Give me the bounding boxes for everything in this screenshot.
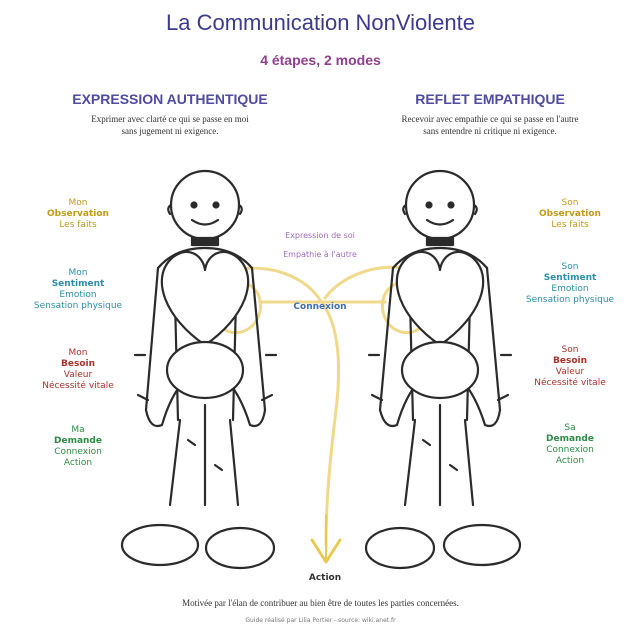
right-step-sentiment-detail-2: Sensation physique (510, 295, 630, 306)
left-description: Exprimer avec clarté ce qui se passe en … (40, 113, 300, 137)
right-step-sentiment-detail-1: Emotion (510, 284, 630, 295)
right-step-sentiment-possessive: Son (510, 262, 630, 273)
right-step-observation-possessive: Son (510, 198, 630, 209)
left-step-sentiment-detail-2: Sensation physique (18, 301, 138, 312)
right-step-demande-detail-1: Connexion (510, 445, 630, 456)
right-step-observation-detail: Les faits (510, 220, 630, 231)
left-step-demande-detail-2: Action (18, 458, 138, 469)
action-label: Action (290, 573, 360, 583)
left-step-besoin-key: Besoin (18, 359, 138, 370)
right-step-observation: Son Observation Les faits (510, 198, 630, 231)
right-step-demande: Sa Demande Connexion Action (510, 423, 630, 467)
left-step-observation-detail: Les faits (18, 220, 138, 231)
arrow-down-icon (312, 515, 340, 562)
left-step-observation-possessive: Mon (18, 198, 138, 209)
right-step-observation-key: Observation (510, 209, 630, 220)
left-description-line-2: sans jugement ni exigence. (40, 125, 300, 137)
right-heading: REFLET EMPATHIQUE (360, 91, 620, 107)
left-step-demande-detail-1: Connexion (18, 447, 138, 458)
left-step-observation-key: Observation (18, 209, 138, 220)
right-description-line-2: sans entendre ni critique ni exigence. (345, 125, 635, 137)
right-step-besoin-key: Besoin (510, 356, 630, 367)
left-step-demande-possessive: Ma (18, 425, 138, 436)
left-heading: EXPRESSION AUTHENTIQUE (40, 91, 300, 107)
left-step-sentiment-detail-1: Emotion (18, 290, 138, 301)
center-note-line-2: Empathie à l'autre (255, 245, 385, 264)
right-step-besoin-detail-1: Valeur (510, 367, 630, 378)
credit-text: Guide réalisé par Lilia Portier - source… (0, 618, 641, 625)
left-step-besoin-detail-1: Valeur (18, 370, 138, 381)
right-step-besoin: Son Besoin Valeur Nécessité vitale (510, 345, 630, 389)
right-step-besoin-possessive: Son (510, 345, 630, 356)
left-step-besoin-possessive: Mon (18, 348, 138, 359)
left-step-sentiment-possessive: Mon (18, 268, 138, 279)
right-description-line-1: Recevoir avec empathie ce qui se passe e… (345, 113, 635, 125)
left-figure (122, 171, 276, 568)
right-step-demande-detail-2: Action (510, 456, 630, 467)
left-step-demande: Ma Demande Connexion Action (18, 425, 138, 469)
center-note-line-1: Expression de soi (255, 226, 385, 245)
right-step-demande-possessive: Sa (510, 423, 630, 434)
left-step-sentiment: Mon Sentiment Emotion Sensation physique (18, 268, 138, 312)
right-description: Recevoir avec empathie ce qui se passe e… (345, 113, 635, 137)
left-step-besoin-detail-2: Nécessité vitale (18, 381, 138, 392)
page-title: La Communication NonViolente (0, 10, 641, 35)
left-step-observation: Mon Observation Les faits (18, 198, 138, 231)
center-note: Expression de soi Empathie à l'autre (255, 226, 385, 264)
right-step-demande-key: Demande (510, 434, 630, 445)
right-step-sentiment: Son Sentiment Emotion Sensation physique (510, 262, 630, 306)
left-step-sentiment-key: Sentiment (18, 279, 138, 290)
left-step-demande-key: Demande (18, 436, 138, 447)
right-step-sentiment-key: Sentiment (510, 273, 630, 284)
footer-text: Motivée par l'élan de contribuer au bien… (0, 598, 641, 608)
left-step-besoin: Mon Besoin Valeur Nécessité vitale (18, 348, 138, 392)
page-subtitle: 4 étapes, 2 modes (0, 52, 641, 68)
right-step-besoin-detail-2: Nécessité vitale (510, 378, 630, 389)
right-figure (366, 171, 520, 568)
connexion-label: Connexion (270, 302, 370, 312)
left-description-line-1: Exprimer avec clarté ce qui se passe en … (40, 113, 300, 125)
